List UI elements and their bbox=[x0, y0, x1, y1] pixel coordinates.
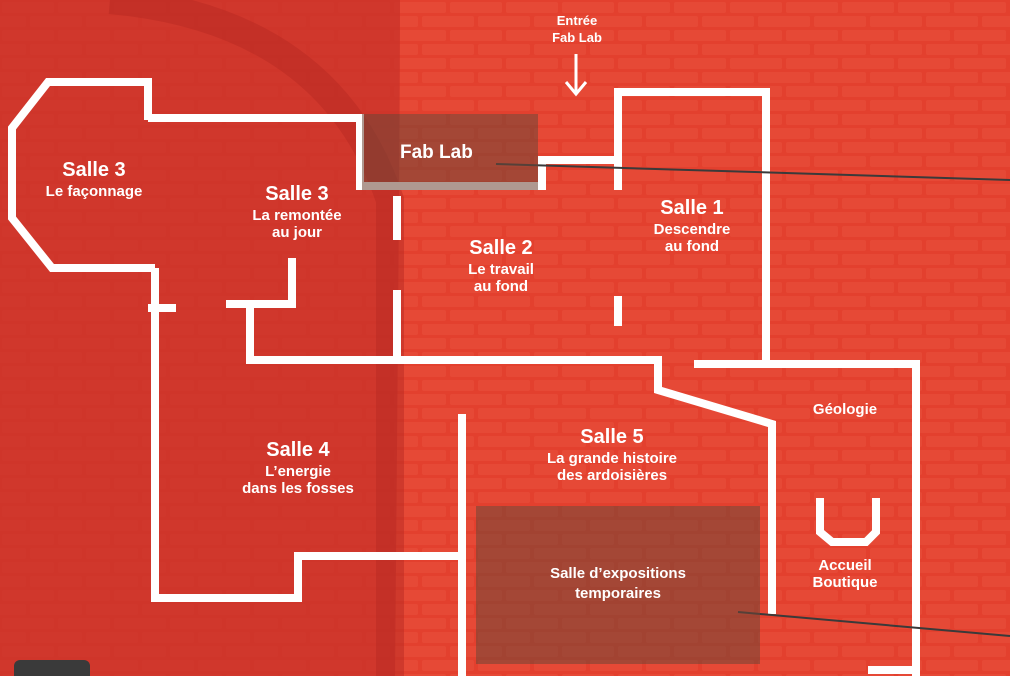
room-salle3-remontee[interactable]: Salle 3 La remontée au jour bbox=[222, 182, 372, 242]
fablab-zone[interactable] bbox=[362, 114, 538, 190]
room-subtitle: L’energie bbox=[265, 463, 331, 480]
room-title: Salle 5 bbox=[580, 426, 644, 448]
entrance-arrow-icon bbox=[564, 54, 588, 97]
room-salle2[interactable]: Salle 2 Le travail au fond bbox=[426, 236, 576, 296]
building-overlay bbox=[0, 0, 400, 676]
expo-label: Salle d’expositions temporaires bbox=[476, 564, 760, 603]
boutique-label: Boutique bbox=[812, 574, 878, 592]
fablab-callout-line bbox=[495, 163, 1010, 181]
entrance-label: Entrée Fab Lab bbox=[535, 13, 619, 47]
expo-label-line2: temporaires bbox=[575, 584, 661, 602]
fablab-label: Fab Lab bbox=[400, 142, 473, 163]
entrance-line2: Fab Lab bbox=[552, 29, 602, 45]
geologie-label: Géologie bbox=[812, 401, 878, 418]
expo-label-line1: Salle d’expositions bbox=[550, 565, 686, 582]
expo-callout-line bbox=[737, 611, 1010, 637]
room-title: Salle 1 bbox=[660, 197, 724, 219]
room-subtitle: des ardoisières bbox=[556, 467, 668, 485]
room-subtitle: au jour bbox=[271, 224, 322, 242]
room-subtitle: Descendre bbox=[653, 221, 731, 238]
accueil-label: Accueil bbox=[818, 557, 872, 574]
room-subtitle: La grande histoire bbox=[546, 450, 678, 467]
expo-zone[interactable] bbox=[476, 506, 760, 664]
room-subtitle: Le façonnage bbox=[45, 183, 143, 200]
room-title: Salle 4 bbox=[266, 439, 330, 461]
walls bbox=[7, 78, 920, 676]
room-salle3-faconnage[interactable]: Salle 3 Le façonnage bbox=[24, 158, 164, 200]
room-salle1[interactable]: Salle 1 Descendre au fond bbox=[622, 196, 762, 256]
room-subtitle: La remontée bbox=[252, 207, 342, 224]
room-subtitle: au fond bbox=[473, 278, 529, 296]
entrance-line1: Entrée bbox=[556, 13, 598, 28]
room-salle5[interactable]: Salle 5 La grande histoire des ardoisièr… bbox=[522, 425, 702, 485]
room-subtitle: au fond bbox=[664, 238, 720, 256]
area-geologie[interactable]: Géologie bbox=[790, 401, 900, 418]
room-subtitle: dans les fosses bbox=[242, 480, 354, 498]
room-title: Salle 2 bbox=[469, 237, 533, 259]
room-title: Salle 3 bbox=[62, 159, 126, 181]
area-accueil-boutique[interactable]: Accueil Boutique bbox=[790, 557, 900, 592]
room-subtitle: Le travail bbox=[468, 261, 534, 278]
room-salle4[interactable]: Salle 4 L’energie dans les fosses bbox=[218, 438, 378, 498]
room-title: Salle 3 bbox=[265, 183, 329, 205]
corner-logo bbox=[14, 660, 90, 676]
